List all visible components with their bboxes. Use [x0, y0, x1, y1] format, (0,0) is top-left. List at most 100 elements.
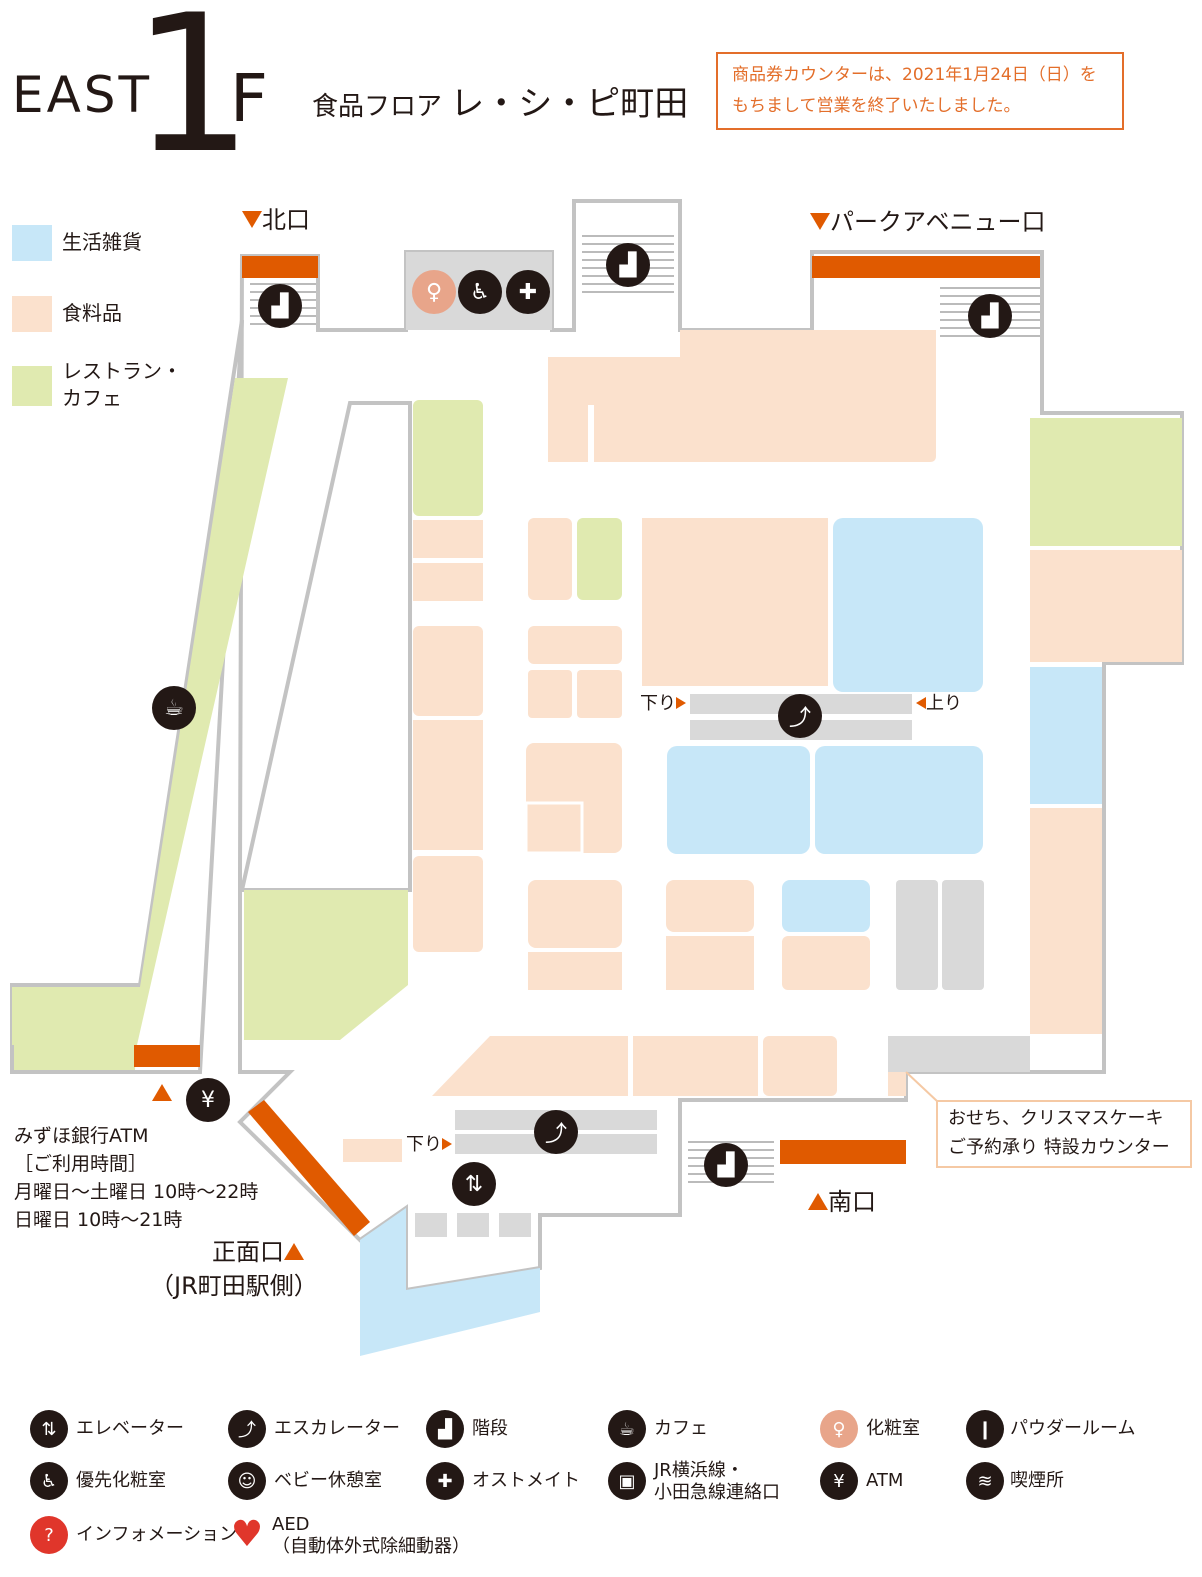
escalator-down-label-upper: 下り	[640, 691, 686, 717]
food-area-c3	[528, 670, 572, 718]
stairs-icon[interactable]: ▟	[606, 243, 650, 287]
legend-label: 階段	[472, 1418, 508, 1439]
entrance-front-bar	[248, 1100, 370, 1236]
food-area-c1	[528, 518, 572, 600]
aed-icon: ♥	[230, 1514, 264, 1555]
legend-label: カフェ	[654, 1418, 708, 1439]
left-arrow-icon	[916, 697, 926, 709]
legend-label-food: 食料品	[62, 301, 122, 325]
service-area-east-2	[942, 880, 984, 990]
food-area-c5b	[524, 801, 584, 855]
floor-name: レ・シ・ピ町田	[450, 84, 689, 124]
escalator-up-label: 上り	[916, 691, 962, 717]
restroom-icon: ♀	[820, 1410, 858, 1448]
up-arrow-icon	[284, 1243, 304, 1260]
elevator-icon[interactable]: ⇅	[452, 1162, 496, 1206]
train-icon: ▣	[608, 1462, 646, 1500]
daily-goods-area-4	[782, 880, 870, 932]
food-area-south-3	[763, 1036, 837, 1096]
ostomate-icon: ✚	[426, 1462, 464, 1500]
legend-label: エスカレーター	[274, 1418, 400, 1439]
legend-label: インフォメーション	[76, 1524, 238, 1545]
legend-label: AED （自動体外式除細動器）	[272, 1514, 470, 1557]
legend-swatch-daily-goods	[12, 225, 52, 261]
elevator-car-2	[457, 1213, 489, 1237]
food-area-south-west	[343, 1139, 402, 1162]
cafe-icon[interactable]: ☕	[152, 686, 196, 730]
food-area-e1	[782, 936, 870, 990]
entrance-south-label: 南口	[808, 1182, 876, 1217]
escalator-icon: ⤴	[228, 1410, 266, 1448]
notice-line-1: 商品券カウンターは、2021年1月24日（日）を	[732, 65, 1097, 85]
legend-label: 優先化粧室	[76, 1470, 166, 1491]
escalator-icon[interactable]: ⤴	[778, 694, 822, 738]
entrance-north-bar	[242, 256, 318, 278]
ostomate-icon[interactable]: ✚	[506, 270, 550, 314]
elevator-car-1	[415, 1213, 447, 1237]
powder-room-icon: ❙	[966, 1410, 1004, 1448]
legend-label: パウダールーム	[1010, 1418, 1136, 1439]
daily-goods-area-2	[667, 746, 810, 854]
food-area-d2	[666, 936, 754, 990]
food-area-c6	[528, 880, 622, 948]
smoking-icon: ≋	[966, 1462, 1004, 1500]
legend-label: オストメイト	[472, 1470, 580, 1491]
stairs-icon[interactable]: ▟	[968, 294, 1012, 338]
entrance-north-label: 北口	[242, 200, 310, 235]
special-counter-line-2: ご予約承り 特設カウンター	[948, 1137, 1170, 1158]
food-area-west-1	[413, 520, 483, 558]
stairs-icon: ▟	[426, 1410, 464, 1448]
entrance-park-avenue-label: パークアベニュー口	[810, 202, 1046, 237]
restaurant-area-west-strip	[12, 378, 288, 1045]
down-arrow-icon	[242, 211, 262, 228]
escalator-down-label-lower: 下り	[406, 1132, 452, 1158]
escalator-icon[interactable]: ⤴	[534, 1110, 578, 1154]
food-area-east-2	[1030, 808, 1102, 1034]
entrance-west-arrow	[152, 1084, 172, 1105]
right-arrow-icon	[676, 697, 686, 709]
food-area-west-2	[413, 563, 483, 601]
daily-goods-area-south	[360, 1208, 540, 1356]
accessible-restroom-icon[interactable]: ♿	[458, 270, 502, 314]
down-arrow-icon	[810, 213, 830, 230]
special-counter-area	[888, 1072, 906, 1096]
special-counter-box: おせち、クリスマスケーキ ご予約承り 特設カウンター	[936, 1100, 1192, 1168]
food-area-c7	[528, 952, 622, 990]
atm-icon[interactable]: ¥	[186, 1078, 230, 1122]
food-area-c2	[528, 626, 622, 664]
food-area-south-2	[633, 1036, 758, 1096]
legend-label: ベビー休憩室	[274, 1470, 382, 1491]
food-area-west-3	[413, 626, 483, 716]
food-area-west-5	[413, 856, 483, 952]
service-area-south-east	[888, 1036, 1030, 1072]
stairs-icon[interactable]: ▟	[704, 1143, 748, 1187]
food-area-c4	[577, 670, 622, 718]
inner-block-outline	[239, 401, 412, 892]
notice-box: 商品券カウンターは、2021年1月24日（日）を もちまして営業を終了いたしまし…	[716, 52, 1124, 130]
floor-number: 1	[132, 0, 253, 195]
restroom-icon[interactable]: ♀	[412, 270, 456, 314]
legend-label-daily-goods: 生活雑貨	[62, 230, 142, 254]
floor-unit: F	[230, 60, 268, 137]
floor-category: 食品フロア	[312, 92, 443, 122]
elevator-icon: ⇅	[30, 1410, 68, 1448]
legend-label: ATM	[866, 1470, 904, 1491]
baby-room-icon: ☺	[228, 1462, 266, 1500]
atm-info-line-4: 日曜日 10時〜21時	[14, 1209, 183, 1231]
food-area-west-4	[413, 720, 483, 850]
right-arrow-icon	[442, 1138, 452, 1150]
stairs-icon[interactable]: ▟	[258, 284, 302, 328]
restaurant-area-center-west	[244, 890, 408, 1040]
up-arrow-icon	[808, 1193, 828, 1210]
food-area-north-small	[548, 405, 588, 462]
elevator-car-3	[499, 1213, 531, 1237]
entrance-front-label: 正面口	[212, 1232, 304, 1267]
floor-title: 食品フロア レ・シ・ピ町田	[312, 76, 688, 125]
daily-goods-area-3	[815, 746, 983, 854]
entrance-south-bar	[780, 1140, 906, 1164]
special-counter-connector	[905, 1071, 939, 1103]
cafe-icon: ☕	[608, 1410, 646, 1448]
restaurant-area-west-lower	[14, 988, 138, 1070]
food-area-south-1	[432, 1036, 628, 1096]
